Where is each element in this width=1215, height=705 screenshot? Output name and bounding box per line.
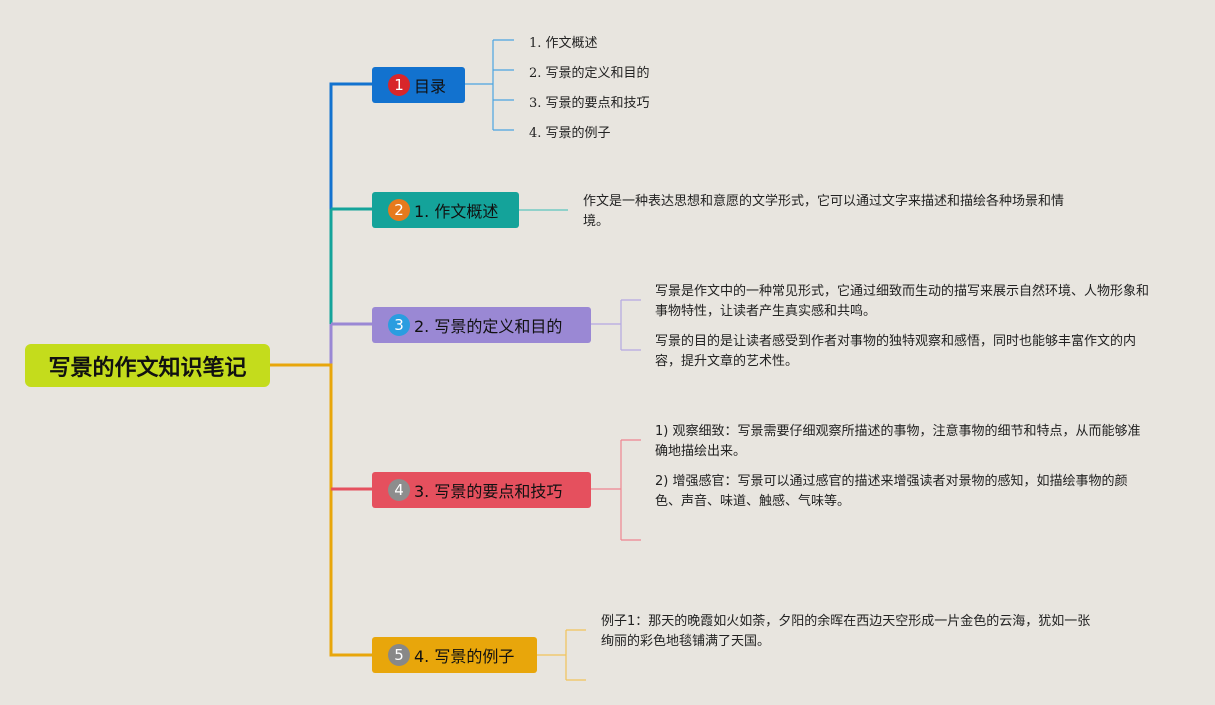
branch-label: 1. 作文概述 — [414, 202, 499, 221]
toc-item[interactable]: 4. 写景的例子 — [529, 126, 611, 141]
overview-text: 作文是一种表达思想和意愿的文学形式，它可以通过文字来描述和描绘各种场景和情境。 — [583, 194, 1065, 229]
technique-text: 2) 增强感官：写景可以通过感官的描述来增强读者对景物的感知，如描绘事物的颜色、… — [655, 474, 1128, 509]
branch-examples[interactable]: 5 4. 写景的例子 — [372, 637, 537, 673]
branch-label: 4. 写景的例子 — [414, 647, 515, 666]
branch-techniques[interactable]: 4 3. 写景的要点和技巧 — [372, 472, 591, 508]
branch-toc[interactable]: 1 目录 — [372, 67, 465, 103]
branch-label: 目录 — [414, 77, 447, 96]
purpose-text: 写景的目的是让读者感受到作者对事物的独特观察和感悟，同时也能够丰富作文的内容，提… — [655, 334, 1137, 369]
badge-2-icon: 2 — [388, 199, 410, 221]
toc-item[interactable]: 1. 作文概述 — [529, 36, 598, 51]
badge-3-icon: 3 — [388, 314, 410, 336]
branch-overview[interactable]: 2 1. 作文概述 — [372, 192, 519, 228]
branch-label: 3. 写景的要点和技巧 — [414, 482, 563, 501]
branch-label: 2. 写景的定义和目的 — [414, 317, 563, 336]
root-title: 写景的作文知识笔记 — [48, 355, 247, 381]
toc-item[interactable]: 2. 写景的定义和目的 — [529, 66, 650, 81]
technique-text: 1) 观察细致：写景需要仔细观察所描述的事物，注意事物的细节和特点，从而能够准确… — [655, 424, 1141, 459]
badge-4-icon: 4 — [388, 479, 410, 501]
root-topic[interactable]: 写景的作文知识笔记 — [25, 344, 270, 387]
badge-5-icon: 5 — [388, 644, 410, 666]
branch-definition[interactable]: 3 2. 写景的定义和目的 — [372, 307, 591, 343]
toc-item[interactable]: 3. 写景的要点和技巧 — [529, 96, 650, 111]
definition-text: 写景是作文中的一种常见形式，它通过细致而生动的描写来展示自然环境、人物形象和事物… — [655, 284, 1150, 319]
badge-1-icon: 1 — [388, 74, 410, 96]
example-text: 例子1：那天的晚霞如火如荼，夕阳的余晖在西边天空形成一片金色的云海，犹如一张绚丽… — [601, 614, 1091, 649]
